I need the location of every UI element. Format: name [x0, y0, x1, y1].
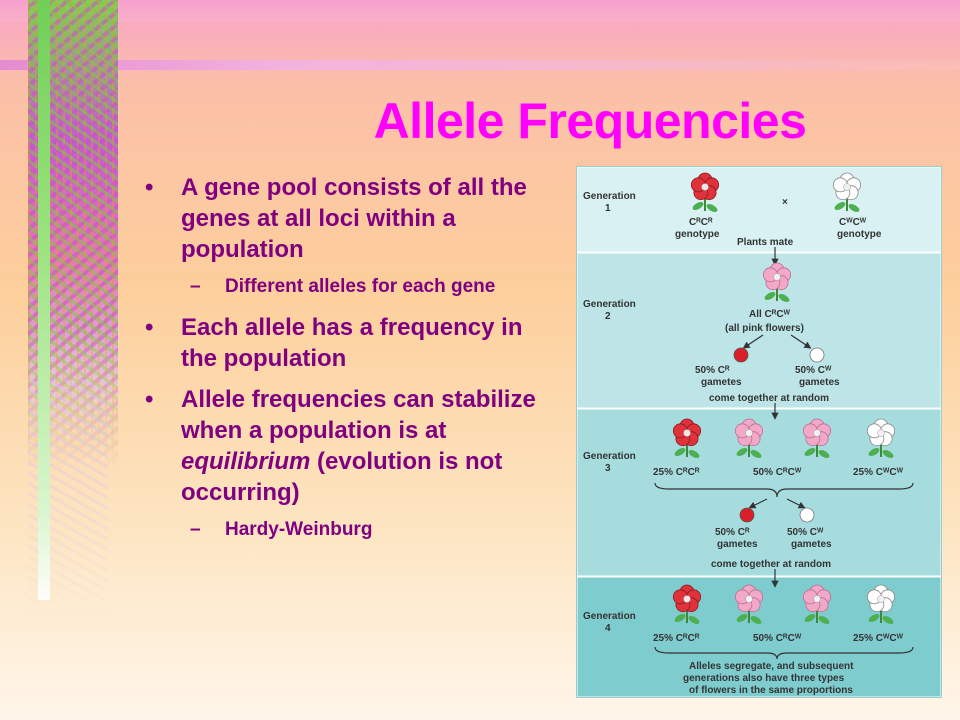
sub-bullet-1-text: Different alleles for each gene — [225, 276, 496, 297]
gen2-all-genotype: All CᴿCᵂ — [749, 309, 791, 320]
gen2-random: come together at random — [709, 393, 829, 404]
gen4-pct-2: 50% CᴿCᵂ — [753, 633, 802, 644]
gen3-gamete-right-pct: 50% Cᵂ — [787, 527, 824, 538]
bullet-3: • Allele frequencies can stabilize when … — [145, 384, 555, 508]
gen1-right-genotype: CᵂCᵂ — [839, 217, 867, 228]
gen2-num: 2 — [605, 311, 611, 322]
flower-white-gen3 — [866, 418, 896, 458]
gen2-gamete-left-word: gametes — [701, 377, 742, 388]
gen3-gamete-left-pct: 50% Cᴿ — [715, 527, 750, 538]
sub-bullet-2: – Hardy-Weinburg — [145, 518, 555, 541]
gen1-left-genotype: CᴿCᴿ — [689, 217, 713, 228]
horizontal-accent-bar — [0, 60, 960, 70]
gen4-bracket — [654, 646, 914, 660]
gen3-bracket — [654, 482, 914, 498]
gen1-right-genotype-word: genotype — [837, 229, 882, 240]
flower-red-gen4 — [672, 584, 702, 624]
bullet-3-text-a: Allele frequencies can stabilize when a … — [181, 386, 536, 444]
gen3-gamete-right-word: gametes — [791, 539, 832, 550]
generations-diagram: Generation 1 × CᴿCᴿ genotype CᵂCᵂ genoty… — [577, 167, 941, 697]
gen2-gamete-left-pct: 50% Cᴿ — [695, 365, 730, 376]
bullet-glyph: • — [145, 386, 154, 413]
flower-pink-gen4-a — [734, 584, 764, 624]
gen4-note-3: of flowers in the same proportions — [689, 685, 853, 696]
gen2-gamete-right-word: gametes — [799, 377, 840, 388]
gen3-gamete-left-word: gametes — [717, 539, 758, 550]
genetics-figure: Generation 1 × CᴿCᴿ genotype CᵂCᵂ genoty… — [576, 166, 942, 698]
generation-2-band — [577, 252, 941, 409]
flower-white-gen4 — [866, 584, 896, 624]
arrow-gen3-right — [786, 498, 806, 509]
bullet-2-text: Each allele has a frequency in the popul… — [181, 314, 523, 372]
flower-pink-gen2 — [762, 262, 792, 302]
gen3-num: 3 — [605, 463, 611, 474]
gen4-pct-1: 25% CᴿCᴿ — [653, 633, 700, 644]
arrow-gen2-right — [790, 334, 812, 349]
bullet-glyph: • — [145, 174, 154, 201]
sub-bullet-1: – Different alleles for each gene — [145, 275, 555, 298]
vertical-accent-bar — [38, 0, 50, 600]
bullet-3-italic: equilibrium — [181, 448, 311, 475]
gen2-all-pink: (all pink flowers) — [725, 323, 804, 334]
gamete-red-gen2 — [733, 347, 749, 363]
sub-bullet-glyph: – — [190, 519, 201, 540]
bullet-1: • A gene pool consists of all the genes … — [145, 172, 555, 265]
arrow-gen3-left — [748, 498, 768, 509]
flower-pink-gen3-a — [734, 418, 764, 458]
gamete-red-gen3 — [739, 507, 755, 523]
bullet-2: • Each allele has a frequency in the pop… — [145, 312, 555, 374]
bullet-3-text-b: (evolution is not occurring) — [181, 448, 503, 506]
gen3-pct-1: 25% CᴿCᴿ — [653, 467, 700, 478]
gen2-label: Generation — [583, 299, 636, 310]
gen1-num: 1 — [605, 203, 611, 214]
flower-red-gen3 — [672, 418, 702, 458]
gen3-label: Generation — [583, 451, 636, 462]
sub-bullet-2-text: Hardy-Weinburg — [225, 519, 373, 540]
gen3-random: come together at random — [711, 559, 831, 570]
gen1-left-genotype-word: genotype — [675, 229, 720, 240]
bullet-list: • A gene pool consists of all the genes … — [145, 172, 555, 555]
gen3-pct-2: 50% CᴿCᵂ — [753, 467, 802, 478]
gen4-note-2: generations also have three types — [683, 673, 845, 684]
flower-white-gen1 — [832, 172, 862, 212]
gamete-white-gen2 — [809, 347, 825, 363]
plants-mate-label: Plants mate — [737, 237, 794, 248]
gen1-label: Generation — [583, 191, 636, 202]
flower-pink-gen4-b — [802, 584, 832, 624]
flower-red-gen1 — [690, 172, 720, 212]
gen3-pct-3: 25% CᵂCᵂ — [853, 467, 904, 478]
gen2-gamete-right-pct: 50% Cᵂ — [795, 365, 832, 376]
arrow-gen2-left — [742, 334, 764, 349]
generation-1-band — [577, 167, 941, 253]
bullet-1-text: A gene pool consists of all the genes at… — [181, 174, 527, 263]
gen4-label: Generation — [583, 611, 636, 622]
slide-title: Allele Frequencies — [373, 93, 807, 149]
gen4-num: 4 — [605, 623, 611, 634]
bullet-3-text: Allele frequencies can stabilize when a … — [181, 386, 536, 506]
gen4-pct-3: 25% CᵂCᵂ — [853, 633, 904, 644]
flower-pink-gen3-b — [802, 418, 832, 458]
sub-bullet-glyph: – — [190, 276, 201, 297]
gen4-note-1: Alleles segregate, and subsequent — [689, 661, 854, 672]
top-stripe — [0, 0, 960, 22]
cross-symbol: × — [782, 197, 788, 208]
gamete-white-gen3 — [799, 507, 815, 523]
bullet-glyph: • — [145, 314, 154, 341]
